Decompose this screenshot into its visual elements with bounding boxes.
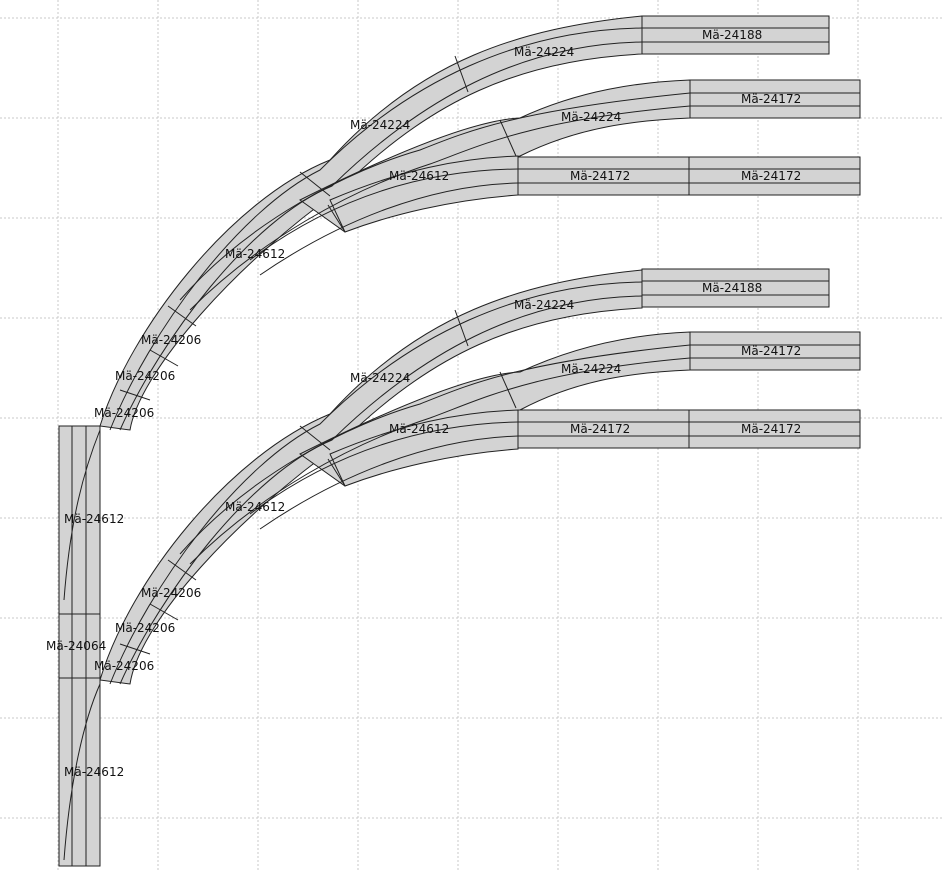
track-piece[interactable] [688,156,861,196]
track-label: Mä-24612 [64,512,124,526]
track-label: Mä-24224 [514,298,574,312]
track-label: Mä-24064 [46,639,106,653]
track-label: Mä-24612 [225,247,285,261]
track-label: Mä-24172 [741,344,801,358]
track-label: Mä-24188 [702,28,762,42]
track-label: Mä-24612 [389,169,449,183]
track-label: Mä-24612 [389,422,449,436]
track-label: Mä-24612 [64,765,124,779]
track-piece[interactable] [517,156,690,196]
track-label: Mä-24206 [141,333,201,347]
track-label: Mä-24172 [570,169,630,183]
track-piece[interactable] [517,409,690,449]
upper-track-group [99,15,691,431]
track-piece[interactable] [641,15,830,55]
lower-track-group [99,269,691,685]
upper-sidings [517,15,861,196]
track-label: Mä-24172 [741,422,801,436]
track-label: Mä-24172 [741,92,801,106]
track-label: Mä-24172 [741,169,801,183]
track-label: Mä-24206 [115,621,175,635]
track-label: Mä-24224 [350,371,410,385]
track-piece[interactable] [689,79,861,119]
vertical-track-band[interactable] [58,425,101,867]
track-label: Mä-24172 [570,422,630,436]
track-label: Mä-24612 [225,500,285,514]
track-label: Mä-24224 [561,110,621,124]
track-label: Mä-24224 [561,362,621,376]
track-piece[interactable] [641,268,830,308]
track-label: Mä-24188 [702,281,762,295]
track-label: Mä-24206 [115,369,175,383]
lower-sidings [517,268,861,449]
track-piece[interactable] [689,331,861,371]
vertical-mainline [58,425,101,867]
track-label: Mä-24206 [94,406,154,420]
track-label: Mä-24224 [514,45,574,59]
track-label: Mä-24206 [141,586,201,600]
track-label: Mä-24224 [350,118,410,132]
piece-labels: Mä-24188 Mä-24172 Mä-24172 Mä-24172 Mä-2… [46,28,801,779]
track-piece[interactable] [688,409,861,449]
track-label: Mä-24206 [94,659,154,673]
